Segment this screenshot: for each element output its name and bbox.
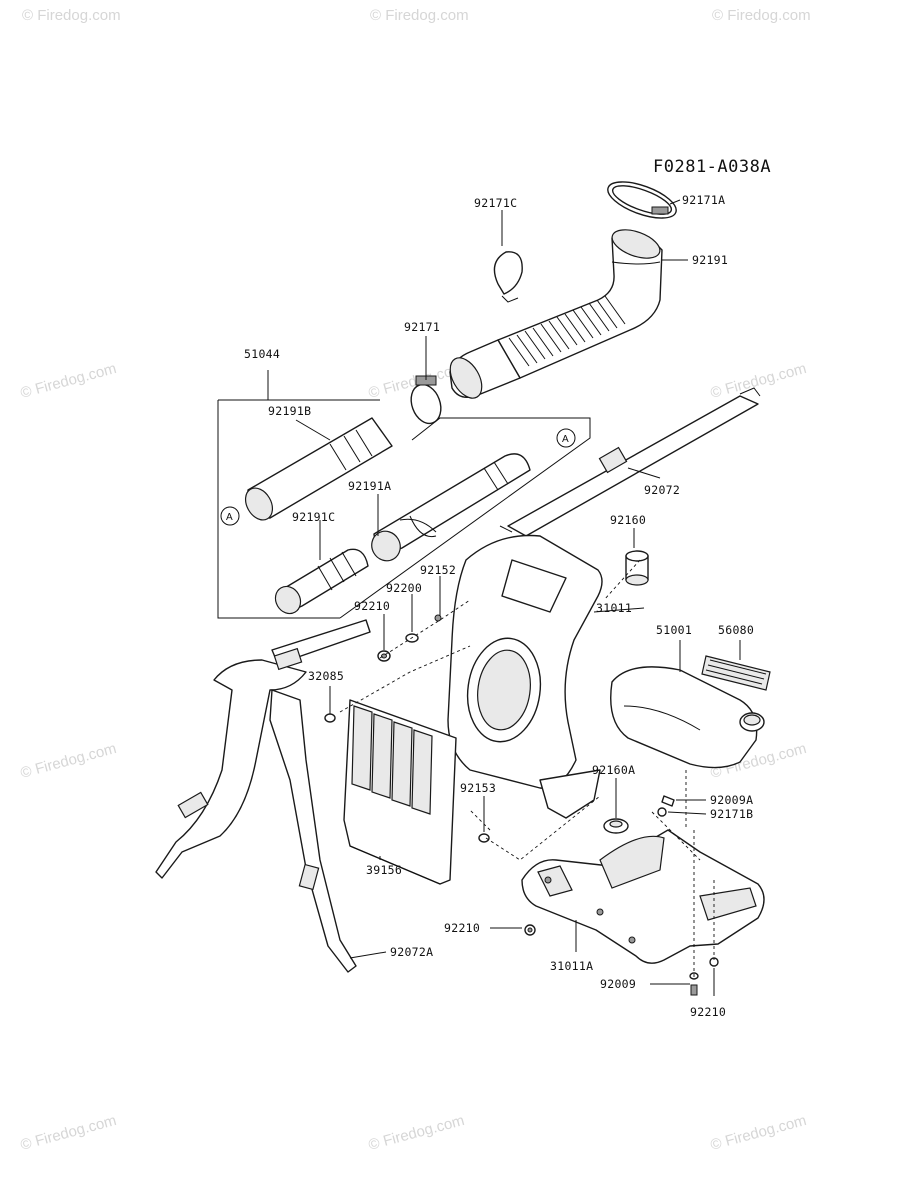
part-label: 92191B (268, 404, 311, 418)
part-label: 32085 (308, 669, 344, 683)
part-label: 92191 (692, 253, 728, 267)
part-label: 92009A (710, 793, 753, 807)
watermark: © Firedog.com (19, 1112, 119, 1154)
watermark: © Firedog.com (367, 1112, 467, 1154)
cushion-92160A-shape (603, 818, 629, 834)
part-label: 31011 (596, 601, 632, 615)
leader-lines (267, 199, 741, 996)
part-label: 92160 (610, 513, 646, 527)
cushion-92160-shape (625, 550, 649, 586)
part-label: 92171B (710, 807, 753, 821)
frame-31011A-shape (521, 829, 765, 964)
bolt-92009A-shape (661, 795, 675, 807)
part-label: 56080 (718, 623, 754, 637)
watermark: © Firedog.com (22, 7, 121, 24)
back-pad-39156-shape (343, 699, 457, 885)
part-label: 92009 (600, 977, 636, 991)
frame-31011-shape (447, 534, 603, 819)
strap-92072A-shape (155, 619, 371, 973)
part-label: 51044 (244, 347, 280, 361)
part-label: 92210 (354, 599, 390, 613)
assembly-lines (339, 559, 715, 980)
nut-92210-shape (377, 650, 391, 662)
part-label: 31011A (550, 959, 593, 973)
part-label: 92153 (460, 781, 496, 795)
pipe-92191C-shape (274, 548, 369, 615)
elbow-hose-92191-shape (449, 229, 663, 399)
reference-marker-a: A (220, 506, 240, 526)
strap-92072-shape (499, 387, 761, 537)
part-label: 92210 (690, 1005, 726, 1019)
part-label: 92072 (644, 483, 680, 497)
part-label: 92171 (404, 320, 440, 334)
label-56080-shape (701, 655, 771, 691)
watermark: © Firedog.com (19, 740, 119, 782)
clamp-92171C-shape (493, 251, 523, 303)
watermark: © Firedog.com (712, 7, 811, 24)
part-label: 51001 (656, 623, 692, 637)
part-label: 92200 (386, 581, 422, 595)
screw-92153-shape (478, 833, 490, 843)
watermark: © Firedog.com (709, 360, 809, 402)
pipe-92191B-shape (244, 417, 393, 521)
part-label: 92191A (348, 479, 391, 493)
part-label: 92072A (390, 945, 433, 959)
part-label: 92152 (420, 563, 456, 577)
reference-marker-label: A (226, 512, 233, 523)
part-label: 92191C (292, 510, 335, 524)
reference-marker-a: A (556, 428, 576, 448)
part-label: 92160A (592, 763, 635, 777)
nut-92210-shape (524, 924, 536, 936)
watermark: © Firedog.com (370, 7, 469, 24)
reference-marker-label: A (562, 434, 569, 445)
diagram-code: F0281-A038A (653, 157, 771, 177)
part-label: 92210 (444, 921, 480, 935)
pipe-92191A-shape (371, 453, 531, 562)
part-label: 39156 (366, 863, 402, 877)
clip-92171B-shape (657, 807, 667, 817)
bolt-92009-shape (689, 972, 699, 996)
clamp-92171A-shape (607, 181, 677, 219)
watermark: © Firedog.com (709, 1112, 809, 1154)
part-label: 92171A (682, 193, 725, 207)
screw-32085-shape (324, 713, 336, 723)
fuel-tank-51001-shape (610, 666, 765, 769)
part-label: 92171C (474, 196, 517, 210)
watermark: © Firedog.com (19, 360, 119, 402)
